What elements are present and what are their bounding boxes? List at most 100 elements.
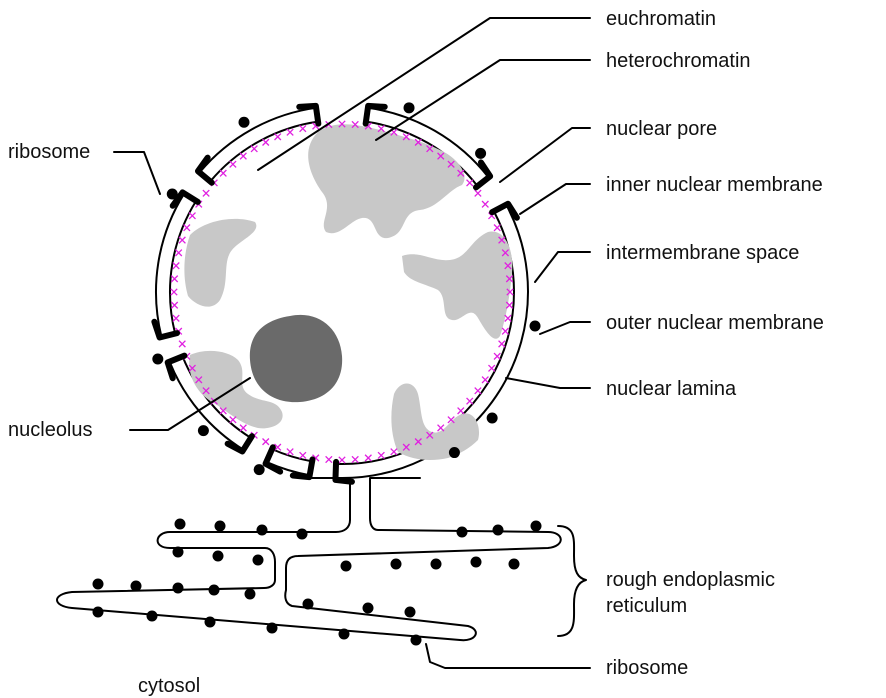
ribosome <box>93 607 104 618</box>
er-connection <box>57 478 561 640</box>
lamina-cross <box>494 225 500 231</box>
lamina-cross <box>171 289 177 295</box>
ribosome <box>205 617 216 628</box>
lamina-cross <box>488 365 494 371</box>
ribosome <box>404 102 415 113</box>
label-heterochromatin: heterochromatin <box>606 49 751 73</box>
ribosome <box>531 521 542 532</box>
lamina-cross <box>240 425 246 431</box>
lamina-cross <box>300 125 306 131</box>
lamina-cross <box>475 388 481 394</box>
lamina-cross <box>391 449 397 455</box>
lamina-cross <box>339 457 345 463</box>
lamina-cross <box>482 201 488 207</box>
lamina-cross <box>458 408 464 414</box>
lamina-cross <box>482 377 488 383</box>
lamina-cross <box>263 139 269 145</box>
lamina-cross <box>365 455 371 461</box>
ribosome <box>411 635 422 646</box>
nucleolus-body <box>250 315 342 402</box>
lamina-cross <box>352 456 358 462</box>
lamina-cross <box>263 438 269 444</box>
er-brace <box>558 526 586 636</box>
label-rough-er-line2: reticulum <box>606 594 687 618</box>
ribosome <box>339 629 350 640</box>
ribosome <box>131 581 142 592</box>
ribosome <box>449 447 460 458</box>
lamina-cross <box>220 170 226 176</box>
ribosome <box>175 519 186 530</box>
ribosome <box>297 529 308 540</box>
ribosome <box>487 412 498 423</box>
lamina-cross <box>467 398 473 404</box>
ribosome <box>253 555 264 566</box>
lamina-cross <box>467 180 473 186</box>
label-nuclear-pore: nuclear pore <box>606 117 717 141</box>
lamina-cross <box>179 341 185 347</box>
lamina-cross <box>230 161 236 167</box>
ribosome <box>493 525 504 536</box>
label-ribosome-top: ribosome <box>8 140 90 164</box>
ribosome <box>93 579 104 590</box>
lamina-cross <box>184 225 190 231</box>
ribosome <box>267 623 278 634</box>
ribosome <box>213 551 224 562</box>
heterochromatin <box>184 124 512 460</box>
lamina-cross <box>502 328 508 334</box>
lamina-cross <box>189 213 195 219</box>
lamina-cross <box>175 250 181 256</box>
ribosome <box>405 607 416 618</box>
ribosome <box>215 521 226 532</box>
label-inner-nuclear-membrane: inner nuclear membrane <box>606 173 823 197</box>
lamina-cross <box>240 153 246 159</box>
ribosome <box>431 559 442 570</box>
ribosome <box>257 525 268 536</box>
lamina-cross <box>326 456 332 462</box>
ribosome <box>152 354 163 365</box>
ribosome <box>457 527 468 538</box>
ribosome <box>341 561 352 572</box>
lamina-cross <box>287 129 293 135</box>
ribosome <box>303 599 314 610</box>
ribosome <box>475 148 486 159</box>
ribosome <box>391 559 402 570</box>
label-intermembrane-space: intermembrane space <box>606 241 799 265</box>
ribosome <box>245 589 256 600</box>
lamina-cross <box>171 302 177 308</box>
ribosome <box>147 611 158 622</box>
label-outer-nuclear-membrane: outer nuclear membrane <box>606 311 824 335</box>
label-euchromatin: euchromatin <box>606 7 716 31</box>
lamina-cross <box>173 263 179 269</box>
label-cytosol: cytosol <box>138 674 200 698</box>
lamina-cross <box>287 449 293 455</box>
label-nuclear-lamina: nuclear lamina <box>606 377 736 401</box>
ribosome <box>509 559 520 570</box>
ribosome <box>471 557 482 568</box>
lamina-cross <box>300 452 306 458</box>
lamina-cross <box>230 417 236 423</box>
lamina-cross <box>173 315 179 321</box>
label-ribosome-bottom: ribosome <box>606 656 688 680</box>
lamina-cross <box>179 237 185 243</box>
label-rough-er-line1: rough endoplasmic <box>606 568 775 592</box>
ribosome <box>173 547 184 558</box>
ribosome <box>167 189 178 200</box>
ribosome <box>209 585 220 596</box>
ribosome <box>239 117 250 128</box>
lamina-cross <box>171 276 177 282</box>
lamina-cross <box>494 353 500 359</box>
lamina-cross <box>505 315 511 321</box>
lamina-cross <box>499 341 505 347</box>
lamina-cross <box>203 190 209 196</box>
lamina-cross <box>438 425 444 431</box>
lamina-cross <box>378 452 384 458</box>
ribosome <box>198 425 209 436</box>
lamina-cross <box>275 134 281 140</box>
ribosome <box>254 464 265 475</box>
ribosome <box>173 583 184 594</box>
ribosomes-er <box>93 519 542 646</box>
ribosome <box>363 603 374 614</box>
lamina-cross <box>475 190 481 196</box>
label-nucleolus: nucleolus <box>8 418 93 442</box>
ribosome <box>530 321 541 332</box>
